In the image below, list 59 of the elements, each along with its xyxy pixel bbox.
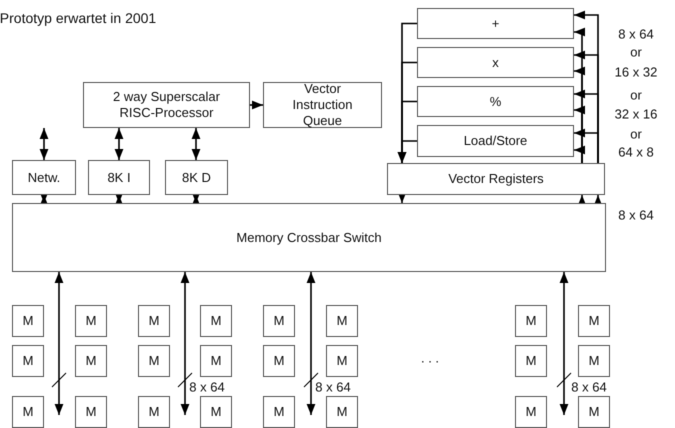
memory-bank-box: M	[138, 305, 170, 337]
memory-bank-box: M	[515, 345, 547, 377]
function-unit-box: x	[417, 47, 574, 78]
bus-width-label: 64 x 8	[618, 144, 654, 160]
arrow	[54, 272, 64, 415]
memory-bank-box: M	[578, 305, 610, 337]
memory-bank-box: M	[12, 305, 44, 337]
arrow	[114, 128, 124, 160]
separator-text: or	[630, 44, 642, 60]
note-text: Prototyp erwartet in 2001	[0, 10, 156, 26]
bus-width-label: 8 x 64	[315, 380, 351, 394]
memory-bank-box: M	[200, 305, 232, 337]
memory-bank-box: M	[263, 345, 295, 377]
cache-box: 8K I	[88, 160, 150, 195]
memory-bank-box: M	[12, 396, 44, 428]
bus-width-label: 32 x 16	[614, 106, 658, 122]
ellipsis: . . .	[420, 350, 440, 366]
memory-bank-box: M	[200, 396, 232, 428]
memory-bank-box: M	[326, 305, 358, 337]
arrow	[250, 100, 263, 110]
arrow	[574, 146, 586, 163]
memory-bank-box: M	[263, 305, 295, 337]
bus-width-label: 8 x 64	[618, 26, 654, 42]
memory-bank-box: M	[200, 345, 232, 377]
memory-bank-box: M	[12, 345, 44, 377]
memory-bank-box: M	[578, 396, 610, 428]
arrow	[306, 272, 316, 415]
memory-bank-box: M	[263, 396, 295, 428]
function-unit-box: Load/Store	[417, 125, 574, 157]
memory-bank-box: M	[326, 396, 358, 428]
function-unit-box: +	[417, 8, 574, 39]
arrow	[398, 140, 417, 163]
memory-bank-box: M	[138, 396, 170, 428]
bus-width-label: 16 x 32	[614, 64, 658, 80]
process-box: 2 way Superscalar RISC-Processor	[83, 82, 250, 128]
separator-text: or	[630, 88, 642, 102]
memory-bank-box: M	[578, 345, 610, 377]
crossbar-box: Memory Crossbar Switch	[12, 203, 606, 272]
process-box: Vector Instruction Queue	[263, 82, 382, 128]
function-unit-box: %	[417, 86, 574, 117]
memory-bank-box: M	[138, 345, 170, 377]
cache-box: 8K D	[165, 160, 228, 195]
bus-width-label: 8 x 64	[571, 380, 607, 394]
memory-bank-box: M	[326, 345, 358, 377]
network-box: Netw.	[12, 160, 76, 195]
arrow	[180, 272, 190, 415]
arrow	[574, 128, 599, 163]
memory-bank-box: M	[75, 305, 107, 337]
memory-bank-box: M	[515, 396, 547, 428]
arrow	[560, 272, 568, 415]
memory-bank-box: M	[515, 305, 547, 337]
bus-width-label: 8 x 64	[618, 208, 654, 222]
memory-bank-box: M	[75, 345, 107, 377]
bus-width-label: 8 x 64	[189, 380, 225, 394]
arrow	[192, 128, 200, 160]
register-box: Vector Registers	[387, 163, 605, 195]
memory-bank-box: M	[75, 396, 107, 428]
separator-text: or	[630, 126, 642, 142]
arrow	[40, 128, 48, 160]
